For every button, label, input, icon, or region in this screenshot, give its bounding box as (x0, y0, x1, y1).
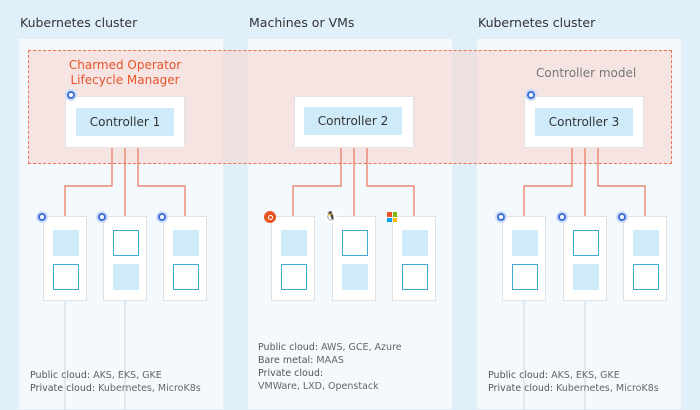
workload-cell (173, 230, 199, 256)
left-cloud-info: Public cloud: AKS, EKS, GKE Private clou… (30, 369, 201, 395)
private-cloud-value: VMWare, LXD, Openstack (258, 381, 379, 392)
windows-icon (386, 211, 398, 223)
right-column-title: Kubernetes cluster (478, 15, 596, 30)
right-cloud-info: Public cloud: AKS, EKS, GKE Private clou… (488, 369, 659, 395)
kubernetes-icon (36, 211, 48, 223)
private-cloud-key: Private cloud: (30, 383, 96, 394)
bare-metal-value: MAAS (313, 355, 344, 366)
node-middle-3 (392, 216, 436, 301)
private-cloud-value: Kubernetes, MicroK8s (95, 383, 201, 394)
workload-cell (512, 264, 538, 290)
workload-cell (402, 264, 428, 290)
public-cloud-value: AWS, GCE, Azure (318, 342, 402, 353)
workload-cell (512, 230, 538, 256)
workload-cell (281, 264, 307, 290)
workload-cell (113, 230, 139, 256)
node-right-1 (502, 216, 546, 301)
connector-line (366, 148, 415, 228)
workload-cell (53, 230, 79, 256)
workload-cell (342, 230, 368, 256)
workload-cell (53, 264, 79, 290)
workload-cell (402, 230, 428, 256)
linux-icon: 🐧 (325, 211, 337, 223)
kubernetes-icon (96, 211, 108, 223)
workload-cell (633, 230, 659, 256)
controller-1: Controller 1 (65, 96, 185, 148)
node-middle-2 (332, 216, 376, 301)
middle-column-title: Machines or VMs (249, 15, 355, 30)
operator-title-line-1: Charmed Operator (68, 58, 182, 72)
controller-2-box: Controller 2 (294, 96, 414, 148)
node-left-2 (103, 216, 147, 301)
public-cloud-value: AKS, EKS, GKE (90, 370, 162, 381)
workload-cell (342, 264, 368, 290)
controller-3-label: Controller 3 (535, 108, 633, 136)
workload-cell (173, 264, 199, 290)
controller-model-label: Controller model (536, 66, 637, 80)
node-right-2 (563, 216, 607, 301)
controller-1-label: Controller 1 (76, 108, 174, 136)
kubernetes-icon (616, 211, 628, 223)
kubernetes-icon (525, 89, 537, 101)
public-cloud-key: Public cloud: (258, 342, 319, 353)
public-cloud-value: AKS, EKS, GKE (548, 370, 620, 381)
kubernetes-icon (156, 211, 168, 223)
private-cloud-key: Private cloud: (258, 368, 324, 379)
middle-cloud-info: Public cloud: AWS, GCE, Azure Bare metal… (258, 341, 402, 393)
connector-line (64, 148, 113, 228)
node-left-1 (43, 216, 87, 301)
kubernetes-icon (495, 211, 507, 223)
workload-cell (573, 230, 599, 256)
node-right-3 (623, 216, 667, 301)
node-left-3 (163, 216, 207, 301)
ubuntu-icon (264, 211, 276, 223)
node-middle-1 (271, 216, 315, 301)
controller-2-label: Controller 2 (304, 107, 402, 135)
left-column-title: Kubernetes cluster (20, 15, 138, 30)
connector-line (292, 148, 342, 228)
workload-cell (113, 264, 139, 290)
operator-lifecycle-manager-title: Charmed Operator Lifecycle Manager (60, 58, 190, 88)
public-cloud-key: Public cloud: (488, 370, 549, 381)
connector-line (137, 148, 186, 228)
connector-line (523, 148, 573, 228)
connector-line (597, 148, 646, 228)
private-cloud-key: Private cloud: (488, 383, 554, 394)
kubernetes-icon (65, 89, 77, 101)
workload-cell (281, 230, 307, 256)
public-cloud-key: Public cloud: (30, 370, 91, 381)
controller-3: Controller 3 (524, 96, 644, 148)
private-cloud-value: Kubernetes, MicroK8s (553, 383, 659, 394)
bare-metal-key: Bare metal: (258, 355, 314, 366)
operator-title-line-2: Lifecycle Manager (70, 73, 180, 87)
kubernetes-icon (556, 211, 568, 223)
workload-cell (633, 264, 659, 290)
workload-cell (573, 264, 599, 290)
